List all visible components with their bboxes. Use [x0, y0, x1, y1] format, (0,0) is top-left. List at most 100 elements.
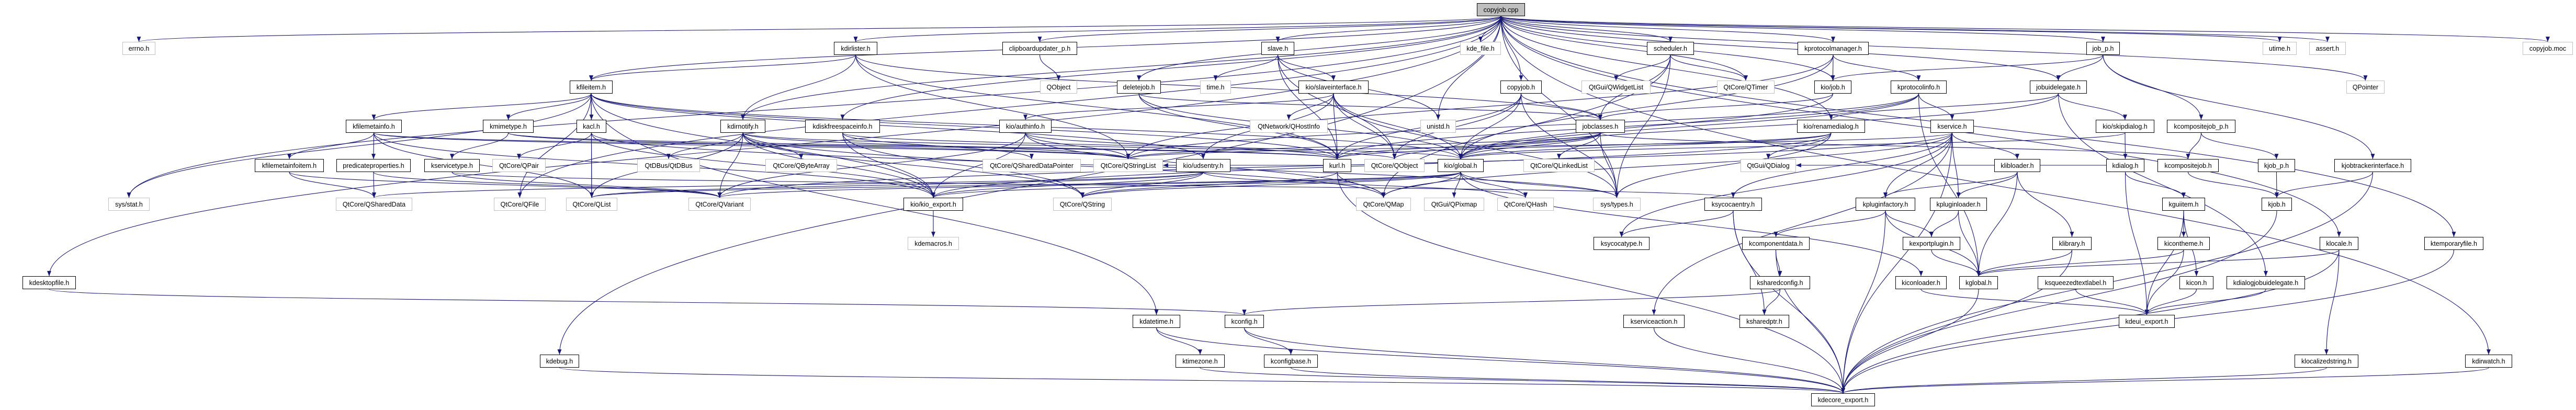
- node-kdialogjobuidelegate-h[interactable]: kdialogjobuidelegate.h: [2227, 276, 2305, 289]
- node-kdirwatch-h[interactable]: kdirwatch.h: [2465, 355, 2512, 368]
- node-kdebug-h[interactable]: kdebug.h: [540, 355, 579, 368]
- edge-job-p-h-to-kjobtrackerinterface-h: [2103, 54, 2375, 160]
- edge-copyjob-cpp-to-errno-h: [137, 16, 1501, 42]
- node-kglobal-h[interactable]: kglobal.h: [1959, 276, 1998, 289]
- node-kacl-h[interactable]: kacl.h: [577, 120, 606, 133]
- node-kio-renamedialog-h[interactable]: kio/renamedialog.h: [1797, 120, 1865, 133]
- node-kcomponentdata-h[interactable]: kcomponentdata.h: [1742, 237, 1810, 250]
- edge-kconfig-h-to-kdecore-export-h: [1244, 327, 1845, 394]
- node-kfilemetainfoitem-h[interactable]: kfilemetainfoitem.h: [255, 159, 324, 172]
- node-kdirnotify-h[interactable]: kdirnotify.h: [720, 120, 765, 133]
- edge-copyjob-cpp-to-clipboardupdater-p-h: [1037, 16, 1501, 42]
- node-kurl-h[interactable]: kurl.h: [1323, 159, 1351, 172]
- edge-copyjob-cpp-to-copyjob-moc: [1500, 16, 2550, 42]
- node-qtgui-qpixmap: QtGui/QPixmap: [1424, 198, 1484, 211]
- node-klibloader-h[interactable]: klibloader.h: [1994, 159, 2040, 172]
- node-kjobtrackerinterface-h[interactable]: kjobtrackerinterface.h: [2334, 159, 2411, 172]
- node-klocale-h[interactable]: klocale.h: [2320, 237, 2358, 250]
- node-kfilemetainfo-h[interactable]: kfilemetainfo.h: [346, 120, 402, 133]
- edge-job-p-h-to-kio-job-h: [1831, 54, 2104, 81]
- node-klocalizedstring-h[interactable]: klocalizedstring.h: [2295, 355, 2358, 368]
- node-qtcore-qshareddata: QtCore/QSharedData: [336, 198, 412, 211]
- node-kiconloader-h[interactable]: kiconloader.h: [1895, 276, 1947, 289]
- node-kguiitem-h[interactable]: kguiitem.h: [2162, 198, 2205, 211]
- node-deletejob-h[interactable]: deletejob.h: [1117, 81, 1161, 94]
- edge-kfilemetainfo-h-to-kurl-h: [373, 132, 1339, 160]
- node-kio-slaveinterface-h[interactable]: kio/slaveinterface.h: [1298, 81, 1369, 94]
- node-kdesktopfile-h[interactable]: kdesktopfile.h: [22, 276, 76, 289]
- node-kdirlister-h[interactable]: kdirlister.h: [834, 42, 877, 55]
- node-kio-job-h[interactable]: kio/job.h: [1814, 81, 1851, 94]
- node-kdeui-export-h[interactable]: kdeui_export.h: [2119, 315, 2175, 328]
- node-ksycocatype-h[interactable]: ksycocatype.h: [1594, 237, 1649, 250]
- edge-kprotocolinfo-h-to-kurl-h: [1335, 93, 1919, 160]
- node-kio-udsentry-h[interactable]: kio/udsentry.h: [1176, 159, 1230, 172]
- node-kservicetype-h[interactable]: kservicetype.h: [424, 159, 480, 172]
- node-kio-skipdialog-h[interactable]: kio/skipdialog.h: [2096, 120, 2154, 133]
- edge-kmimetype-h-to-kurl-h: [507, 132, 1339, 160]
- node-kcompositejob-p-h[interactable]: kcompositejob_p.h: [2167, 120, 2235, 133]
- node-kjob-h[interactable]: kjob.h: [2262, 198, 2292, 211]
- node-ktimezone-h[interactable]: ktimezone.h: [1176, 355, 1225, 368]
- node-kdecore-export-h[interactable]: kdecore_export.h: [1811, 393, 1875, 406]
- node-kserviceaction-h[interactable]: kserviceaction.h: [1623, 315, 1685, 328]
- edge-kjobtrackerinterface-h-to-kjob-h: [2275, 172, 2374, 198]
- node-kicon-h[interactable]: kicon.h: [2179, 276, 2213, 289]
- edge-predicateproperties-h-to-qtcore-qvariant: [373, 172, 722, 198]
- node-kconfig-h[interactable]: kconfig.h: [1225, 315, 1264, 328]
- edge-kio-authinfo-h-to-kio-kio-export-h: [931, 132, 1026, 198]
- node-kexportplugin-h[interactable]: kexportplugin.h: [1903, 237, 1960, 250]
- edge-clipboardupdater-p-h-to-qobject: [1039, 54, 1061, 81]
- node-kdatetime-h[interactable]: kdatetime.h: [1133, 315, 1180, 328]
- node-clipboardupdater-p-h[interactable]: clipboardupdater_p.h: [1002, 42, 1077, 55]
- edge-klibrary-h-to-kdecore-export-h: [1841, 249, 2073, 394]
- node-kio-kio-export-h[interactable]: kio/kio_export.h: [903, 198, 963, 211]
- edge-kpluginfactory-h-to-kdecore-export-h: [1841, 210, 1886, 394]
- edge-copyjob-cpp-to-sys-types-h: [1500, 16, 1619, 198]
- node-kicontheme-h[interactable]: kicontheme.h: [2157, 237, 2210, 250]
- node-ksharedconfig-h[interactable]: ksharedconfig.h: [1750, 276, 1810, 289]
- node-kcompositejob-h[interactable]: kcompositejob.h: [2157, 159, 2219, 172]
- node-copyjob-cpp[interactable]: copyjob.cpp: [1477, 3, 1525, 16]
- node-kdialog-h[interactable]: kdialog.h: [2106, 159, 2144, 172]
- node-kpluginfactory-h[interactable]: kpluginfactory.h: [1856, 198, 1915, 211]
- node-kservice-h[interactable]: kservice.h: [1930, 120, 1974, 133]
- node-kio-authinfo-h[interactable]: kio/authinfo.h: [999, 120, 1052, 133]
- edge-copyjob-cpp-to-kdirnotify-h: [741, 16, 1501, 120]
- node-predicateproperties-h[interactable]: predicateproperties.h: [336, 159, 411, 172]
- node-qtcore-qobject: QtCore/QObject: [1364, 159, 1425, 172]
- edge-klocale-h-to-kglobal-h: [1976, 249, 2340, 277]
- node-jobuidelegate-h[interactable]: jobuidelegate.h: [2030, 81, 2087, 94]
- node-kpluginloader-h[interactable]: kpluginloader.h: [1930, 198, 1987, 211]
- node-assert-h: assert.h: [2309, 42, 2346, 55]
- node-qtgui-qwidgetlist: QtGui/QWidgetList: [1581, 81, 1651, 94]
- edge-scheduler-h-to-qtcore-qtimer: [1670, 54, 1748, 81]
- node-kjob-p-h[interactable]: kjob_p.h: [2258, 159, 2295, 172]
- node-job-p-h[interactable]: job_p.h: [2086, 42, 2120, 55]
- node-ksycocaentry-h[interactable]: ksycocaentry.h: [1704, 198, 1762, 211]
- node-qtcore-qbytearray: QtCore/QByteArray: [765, 159, 837, 172]
- node-slave-h[interactable]: slave.h: [1261, 42, 1294, 55]
- edge-klocale-h-to-kdecore-export-h: [1841, 249, 2340, 394]
- edge-kio-job-h-to-jobclasses-h: [1598, 93, 1834, 120]
- node-qtdbus-qtdbus: QtDBus/QtDBus: [637, 159, 700, 172]
- edge-kacl-h-to-kio-kio-export-h: [591, 132, 935, 198]
- node-kprotocolmanager-h[interactable]: kprotocolmanager.h: [1798, 42, 1869, 55]
- edge-kio-slaveinterface-h-to-kio-authinfo-h: [1023, 93, 1334, 120]
- node-ksqueezedtextlabel-h[interactable]: ksqueezedtextlabel.h: [2038, 276, 2114, 289]
- edge-kfileitem-h-to-kmimetype-h: [506, 93, 592, 120]
- node-kfileitem-h[interactable]: kfileitem.h: [570, 81, 613, 94]
- node-kdiskfreespaceinfo-h[interactable]: kdiskfreespaceinfo.h: [805, 120, 880, 133]
- node-kmimetype-h[interactable]: kmimetype.h: [483, 120, 534, 133]
- node-ktemporaryfile-h[interactable]: ktemporaryfile.h: [2424, 237, 2483, 250]
- node-scheduler-h[interactable]: scheduler.h: [1647, 42, 1694, 55]
- node-ksharedptr-h[interactable]: ksharedptr.h: [1739, 315, 1789, 328]
- node-copyjob-h[interactable]: copyjob.h: [1500, 81, 1542, 94]
- edge-kfileitem-h-to-sys-stat-h: [127, 93, 592, 198]
- node-klibrary-h[interactable]: klibrary.h: [2052, 237, 2092, 250]
- node-kprotocolinfo-h[interactable]: kprotocolinfo.h: [1891, 81, 1947, 94]
- node-kconfigbase-h[interactable]: kconfigbase.h: [1264, 355, 1318, 368]
- node-kio-global-h[interactable]: kio/global.h: [1438, 159, 1484, 172]
- node-qpointer: QPointer: [2346, 81, 2385, 94]
- node-jobclasses-h[interactable]: jobclasses.h: [1576, 120, 1625, 133]
